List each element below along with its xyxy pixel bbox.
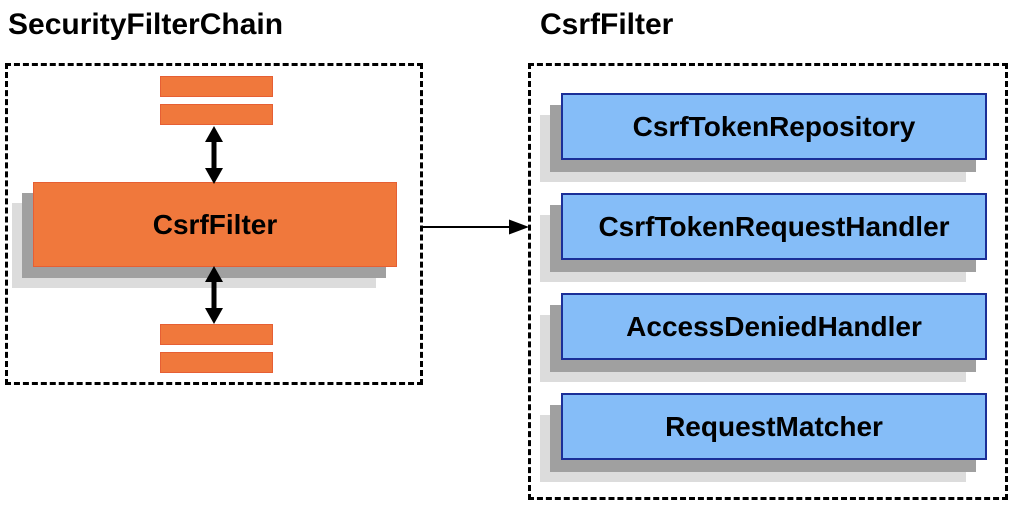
- filter-placeholder-bar: [160, 104, 273, 125]
- csrf-filter-components-container: [528, 63, 1008, 500]
- security-filter-chain-title: SecurityFilterChain: [8, 8, 284, 41]
- bidirectional-arrow-icon: [205, 266, 223, 324]
- component-label: CsrfTokenRequestHandler: [598, 210, 950, 242]
- filter-placeholder-bar: [160, 324, 273, 345]
- right-arrow-icon: [423, 219, 529, 235]
- csrf-filter-title: CsrfFilter: [540, 8, 674, 41]
- csrf-filter-box-label: CsrfFilter: [152, 208, 278, 240]
- csrf-filter-box: CsrfFilter: [33, 182, 397, 267]
- component-box-request-matcher: RequestMatcher: [561, 393, 987, 460]
- component-label: RequestMatcher: [665, 410, 883, 442]
- component-label: CsrfTokenRepository: [632, 110, 916, 142]
- component-box-access-denied-handler: AccessDeniedHandler: [561, 293, 987, 360]
- filter-placeholder-bar: [160, 76, 273, 97]
- component-label: AccessDeniedHandler: [626, 310, 922, 342]
- component-box-csrf-token-repository: CsrfTokenRepository: [561, 93, 987, 160]
- security-filter-chain-container: [5, 63, 423, 385]
- filter-placeholder-bar: [160, 352, 273, 373]
- bidirectional-arrow-icon: [205, 126, 223, 184]
- component-box-csrf-token-request-handler: CsrfTokenRequestHandler: [561, 193, 987, 260]
